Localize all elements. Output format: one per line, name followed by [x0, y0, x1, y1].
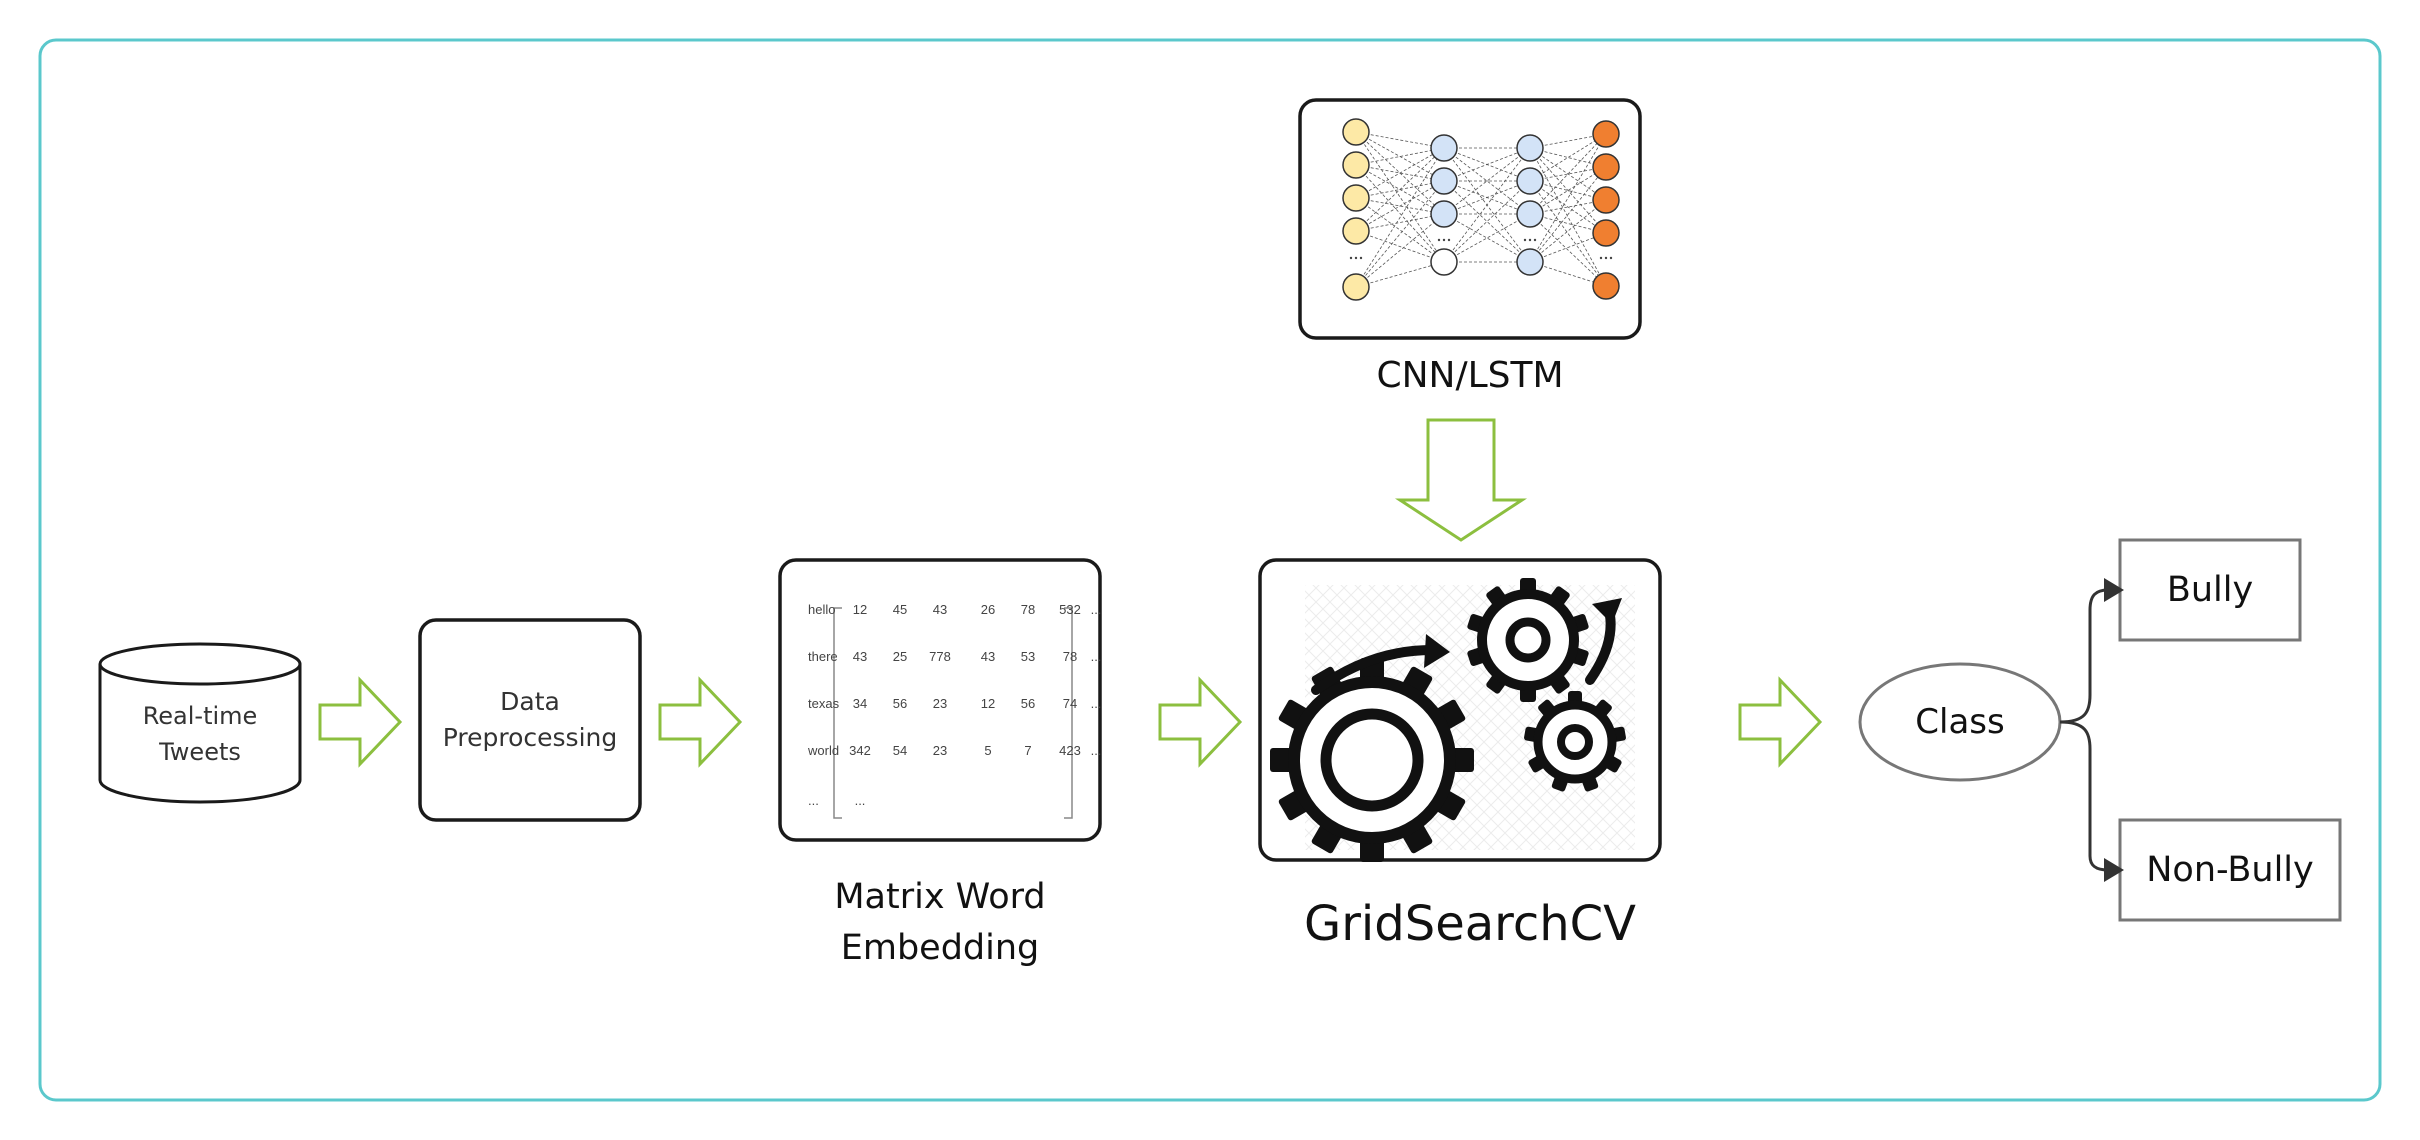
matrix-cell: 342 [849, 743, 871, 758]
neuron [1592, 272, 1620, 300]
preprocessing-label: Data Preprocessing [442, 687, 618, 752]
matrix-cell: 12 [981, 696, 995, 711]
neuron [1430, 248, 1458, 276]
flow-arrow-down [1394, 418, 1528, 542]
class-label: Class [1915, 702, 2005, 742]
matrix-row-word: ... [808, 793, 819, 808]
bully-label: Bully [2166, 570, 2254, 610]
matrix-row-word: texas [808, 696, 840, 711]
matrix-cell: 778 [929, 649, 951, 664]
gear-top-icon [1467, 578, 1589, 702]
neuron [1342, 151, 1370, 179]
matrix-cell: 56 [893, 696, 907, 711]
matrix-cell: 23 [933, 696, 947, 711]
matrix-cell: 78 [1063, 649, 1077, 664]
matrix-cell: 5 [984, 743, 991, 758]
cnn-lstm-box [1298, 98, 1642, 340]
gear-small-icon [1524, 691, 1626, 792]
neuron [1342, 217, 1370, 245]
matrix-cell: 78 [1021, 602, 1035, 617]
neuron [1516, 248, 1544, 276]
matrix-cell: 53 [1021, 649, 1035, 664]
neuron [1430, 167, 1458, 195]
curved-arrow-icon [1311, 645, 1437, 695]
model-label: CNN/LSTM [1376, 355, 1564, 396]
matrix-cell: 54 [893, 743, 907, 758]
matrix-cell: 56 [1021, 696, 1035, 711]
non-bully-label: Non-Bully [2146, 850, 2314, 890]
neuron [1592, 219, 1620, 247]
preprocessing-node [418, 618, 642, 822]
matrix-cell: 74 [1063, 696, 1077, 711]
neuron [1342, 184, 1370, 212]
non-bully-node [2118, 818, 2342, 922]
gridsearch-label: GridSearchCV [1304, 896, 1636, 952]
matrix-cell: 23 [933, 743, 947, 758]
flow-arrow-1 [318, 676, 403, 768]
matrix-cell: ... [1091, 696, 1102, 711]
class-branch-connector [2059, 588, 2109, 872]
matrix-cell: ... [1091, 649, 1102, 664]
matrix-values: hello there texas world... 12 45 43 26 78 532... 4… [807, 602, 1101, 808]
matrix-row-word: hello [808, 602, 835, 617]
matrix-cell: 45 [893, 602, 907, 617]
matrix-cell: 12 [853, 602, 867, 617]
matrix-cell: ... [1091, 602, 1102, 617]
arrowhead-icon [1424, 634, 1450, 668]
matrix-cell: ... [855, 793, 866, 808]
matrix-cell: 26 [981, 602, 995, 617]
neuron [1592, 120, 1620, 148]
neuron [1516, 200, 1544, 228]
bully-node [2118, 538, 2302, 642]
matrix-row-word: there [808, 649, 838, 664]
matrix-embedding-box: hello there texas world... 12 45 43 26 78 532... 4… [778, 558, 1102, 842]
matrix-cell: 7 [1024, 743, 1031, 758]
tweets-cylinder [98, 642, 302, 804]
matrix-cell: 423 [1059, 743, 1081, 758]
flow-arrow-4 [1738, 676, 1823, 768]
flow-arrow-3 [1158, 676, 1243, 768]
neuron [1430, 134, 1458, 162]
neuron [1592, 153, 1620, 181]
matrix-cell: 43 [853, 649, 867, 664]
neuron [1342, 273, 1370, 301]
tweets-label: Real-time Tweets [142, 702, 258, 766]
neuron [1430, 200, 1458, 228]
matrix-cell: 43 [981, 649, 995, 664]
neuron [1516, 167, 1544, 195]
network-neurons [1342, 118, 1620, 301]
matrix-cell: 34 [853, 696, 867, 711]
matrix-cell: 532 [1059, 602, 1081, 617]
neuron [1516, 134, 1544, 162]
embedding-label: Matrix Word Embedding [834, 877, 1046, 968]
matrix-cell: 43 [933, 602, 947, 617]
matrix-cell: 25 [893, 649, 907, 664]
flow-arrow-2 [658, 676, 743, 768]
neuron [1592, 186, 1620, 214]
matrix-cell: ... [1091, 743, 1102, 758]
matrix-row-word: world [807, 743, 839, 758]
outer-frame [38, 38, 2382, 1102]
neuron [1342, 118, 1370, 146]
gridsearch-box [1258, 558, 1662, 862]
